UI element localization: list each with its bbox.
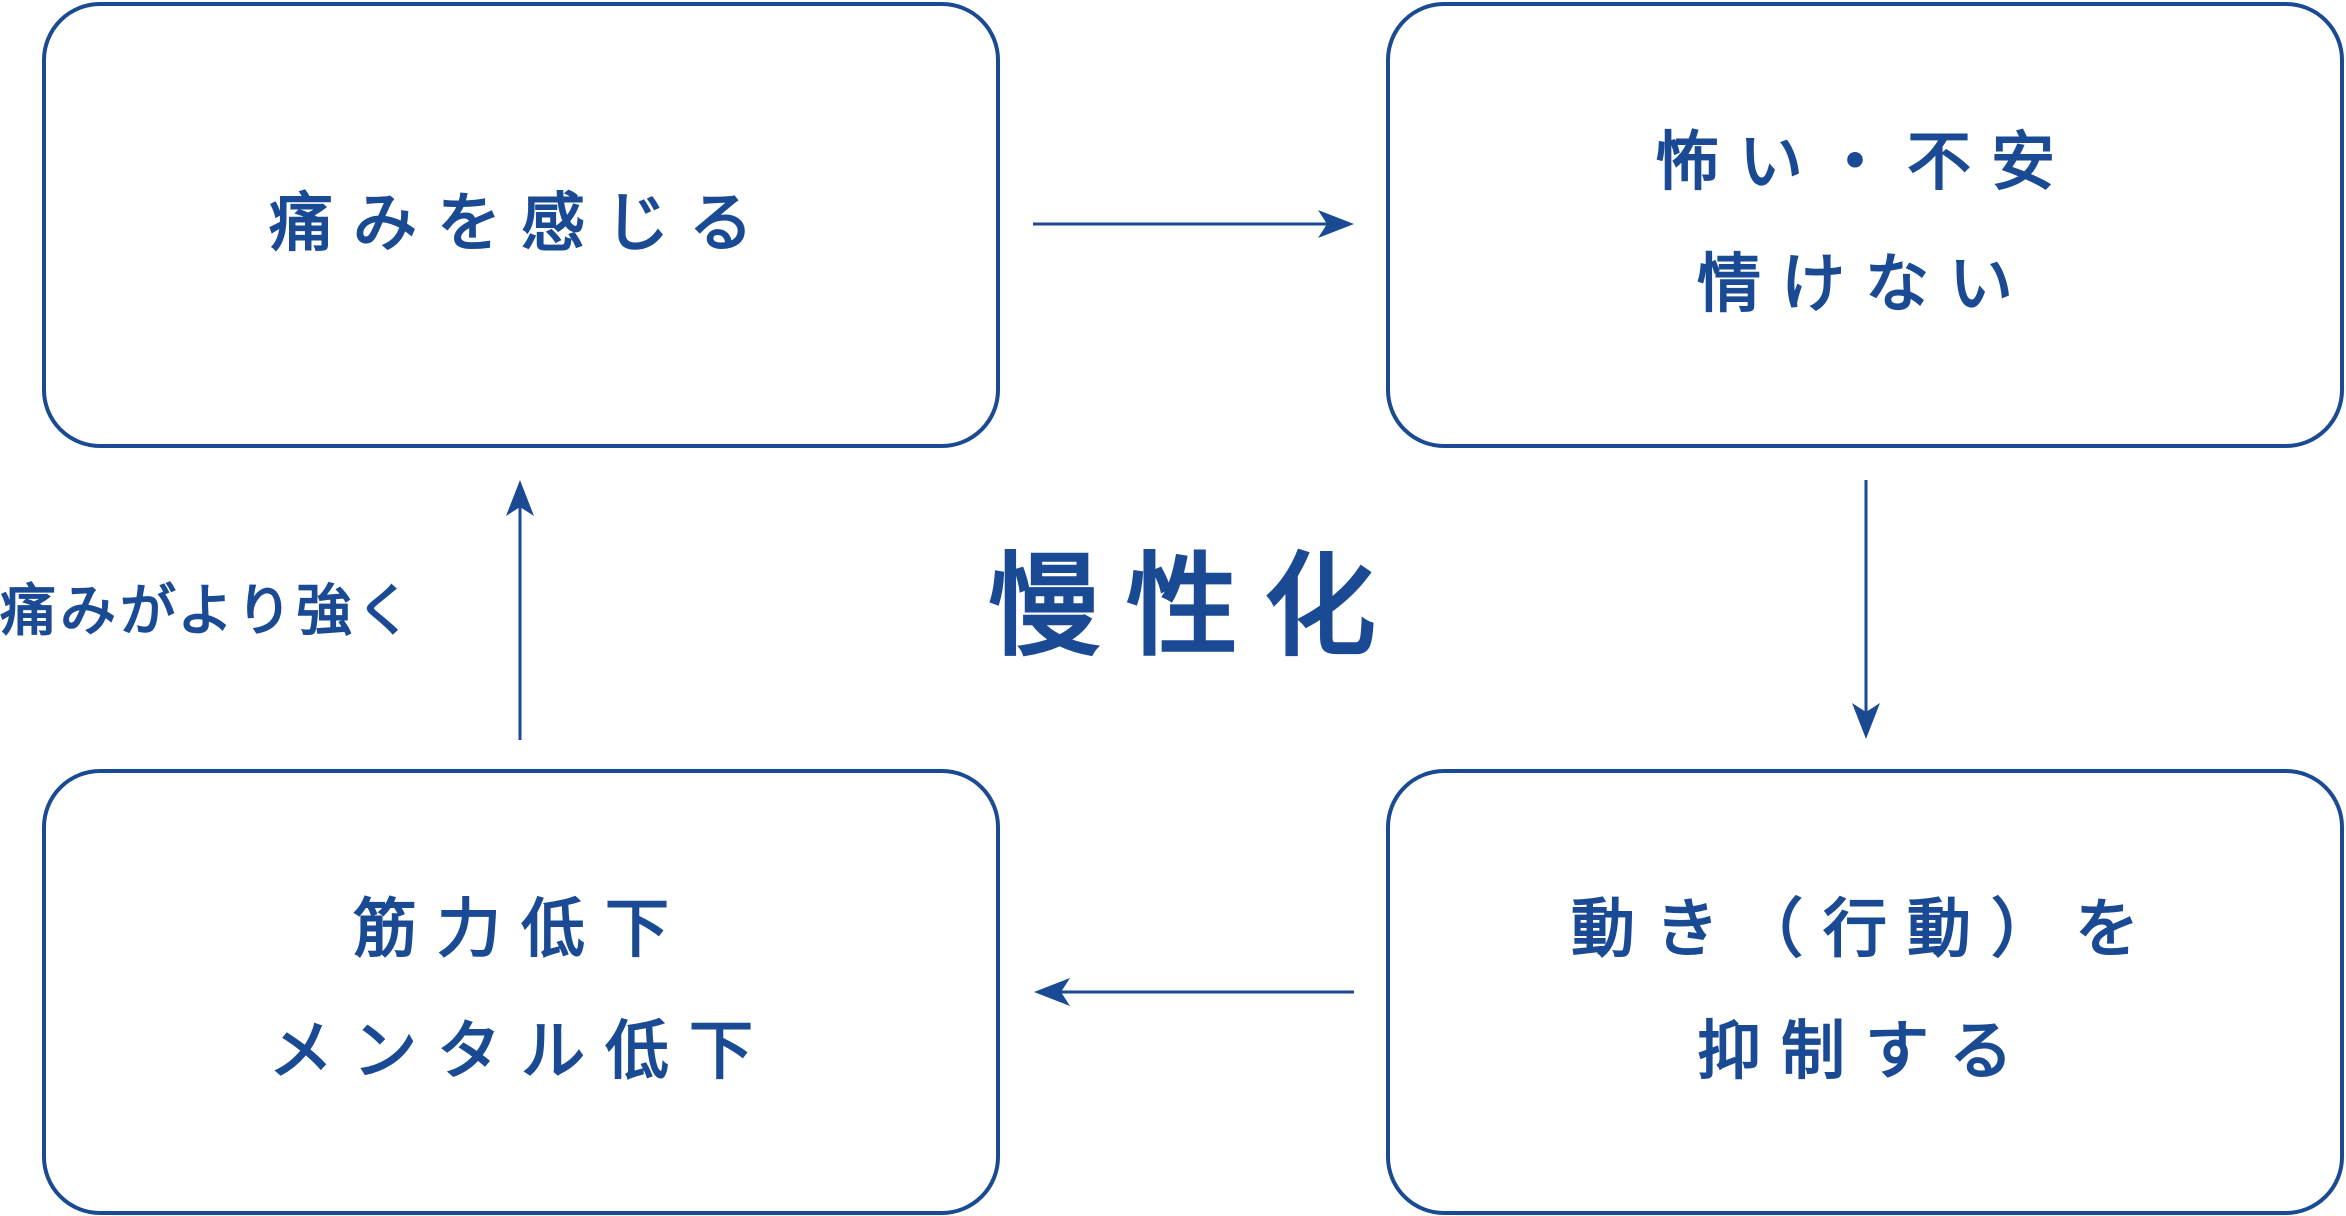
arrow-left (1034, 978, 1354, 1006)
arrow-up (506, 480, 534, 740)
node-pain-text: 痛みを感じる (269, 187, 773, 262)
node-weakness-text: 筋力低下 メンタル低下 (269, 893, 773, 1089)
node-weakness: 筋力低下 メンタル低下 (42, 769, 1000, 1215)
node-fear: 怖い・不安 情けない (1386, 2, 2344, 448)
arrow-down (1852, 480, 1880, 739)
node-suppress-movement: 動き（行動）を 抑制する (1386, 769, 2344, 1215)
node-suppress-movement-text: 動き（行動）を 抑制する (1571, 893, 2159, 1089)
arrow-right (1033, 210, 1354, 238)
center-label: 慢性化 (988, 542, 1402, 672)
node-fear-text: 怖い・不安 情けない (1655, 126, 2075, 322)
edge-label: 痛みがより強く (0, 579, 417, 644)
node-pain: 痛みを感じる (42, 2, 1000, 448)
